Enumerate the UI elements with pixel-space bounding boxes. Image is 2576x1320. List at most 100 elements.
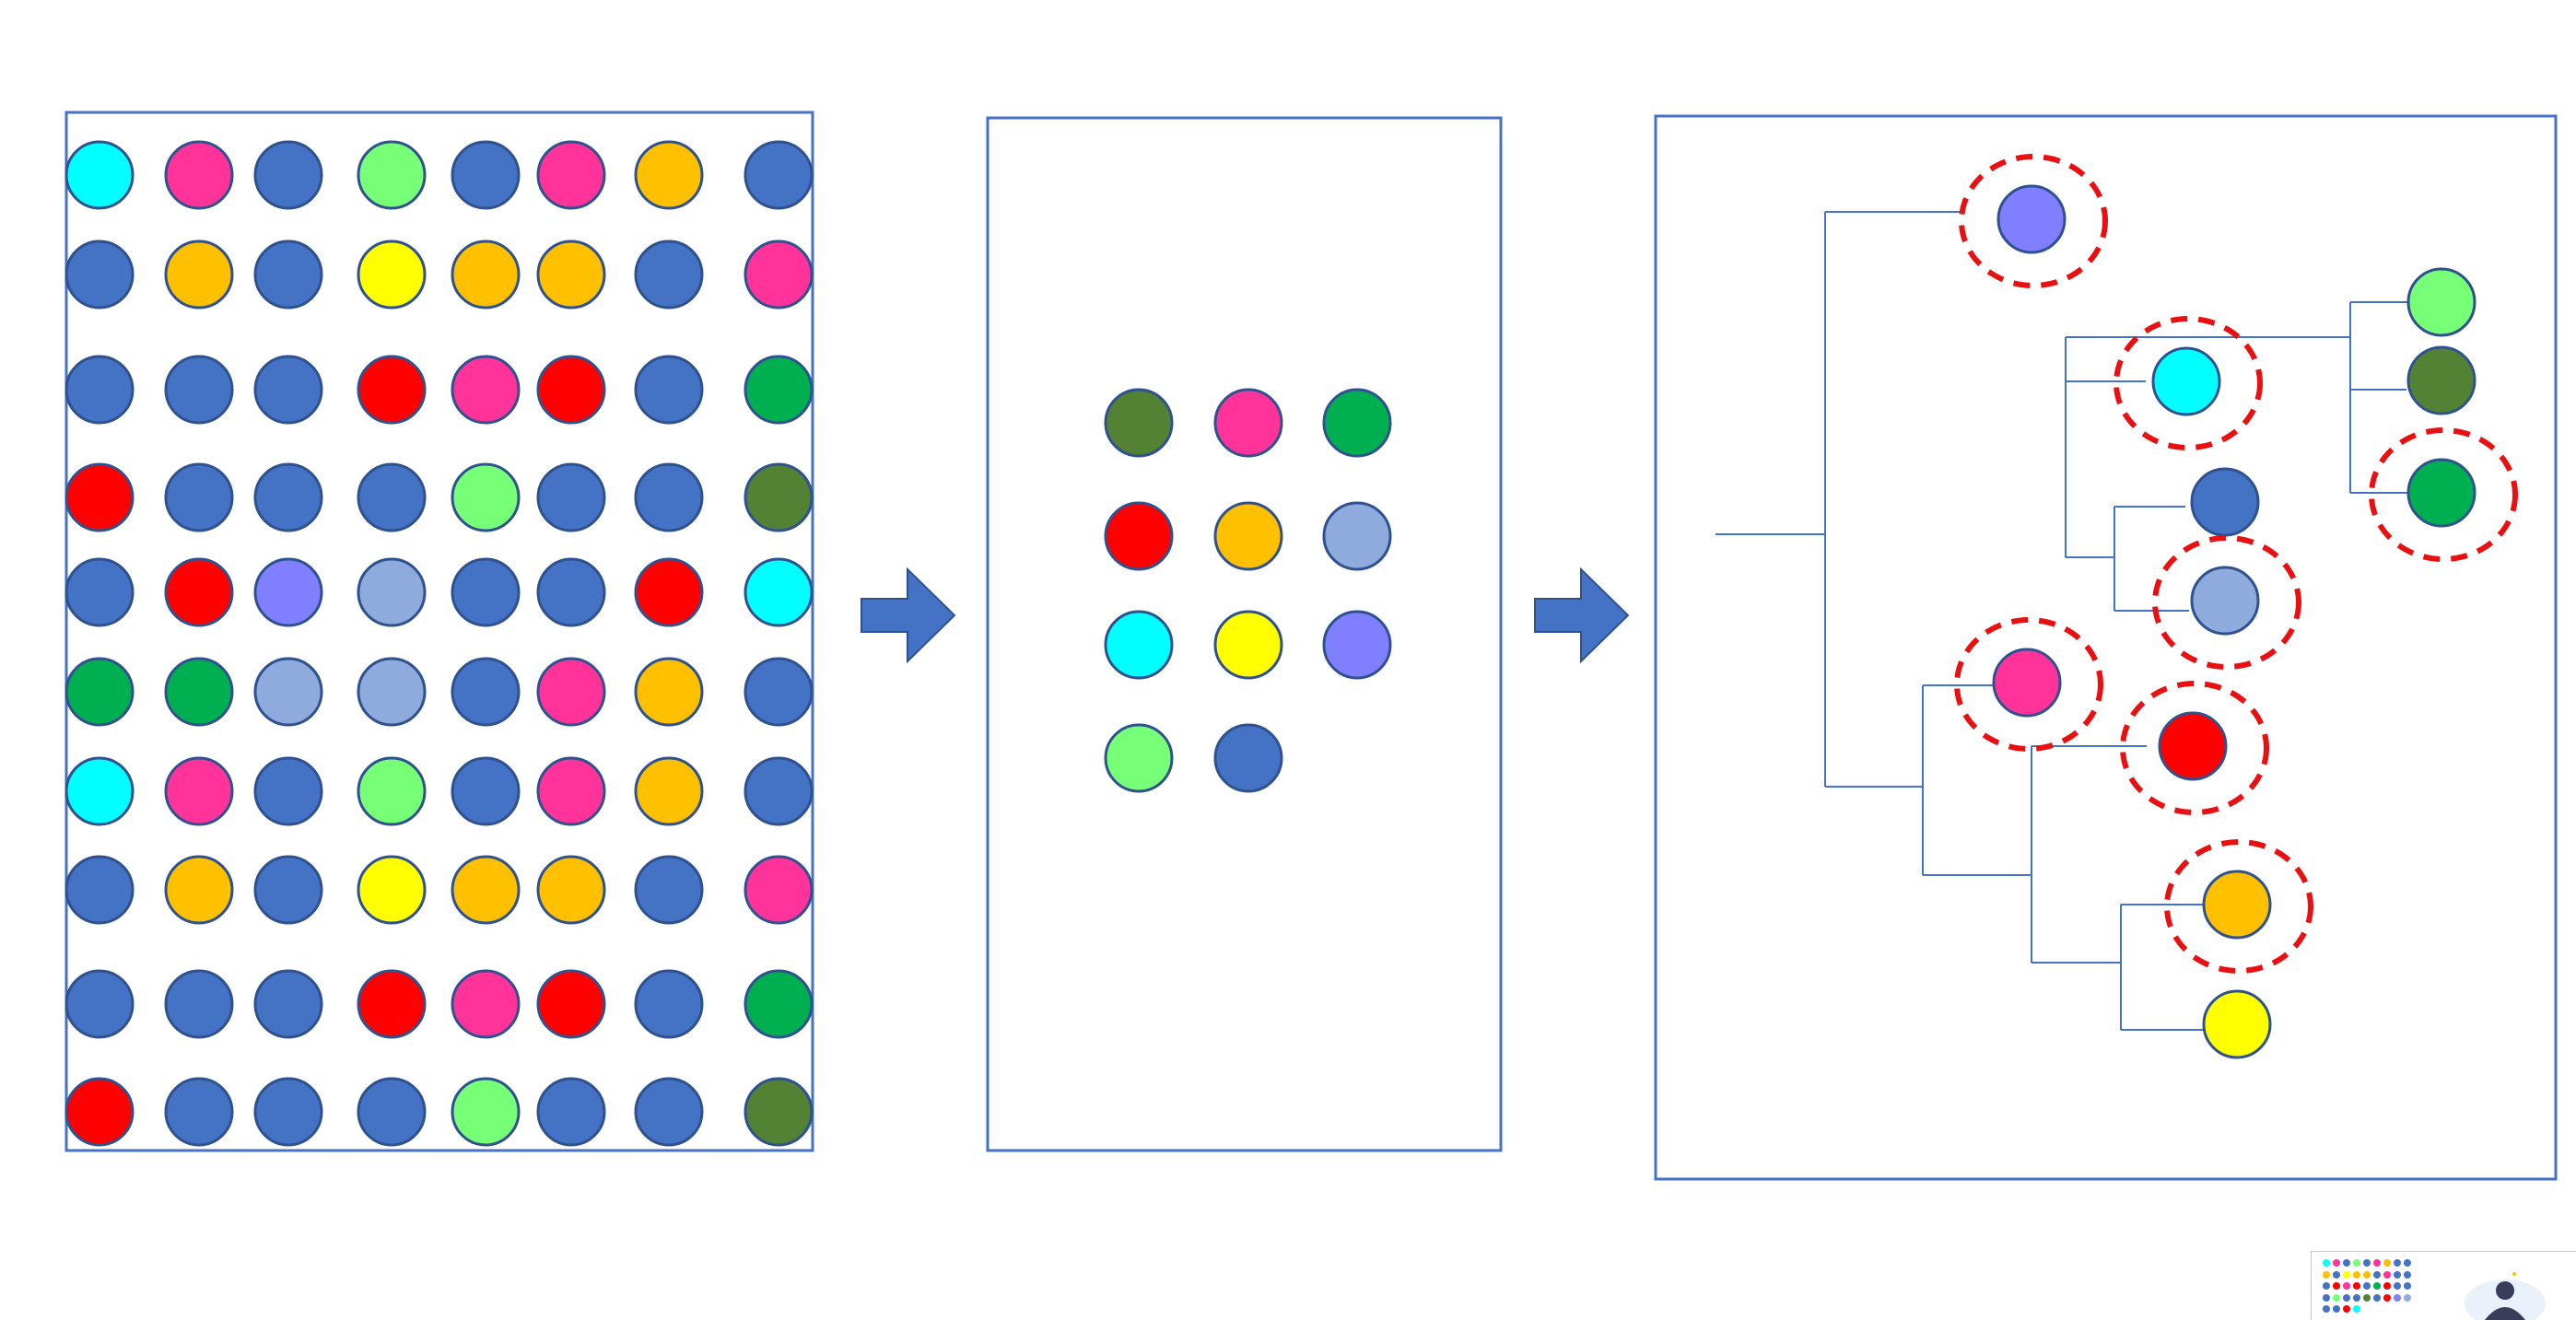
grid-dot-blue <box>64 969 135 1039</box>
grid-dot-lightblue <box>253 657 323 727</box>
grid-dot-orange <box>536 239 606 310</box>
grid-dot-magenta <box>744 855 814 925</box>
grid-dot-blue <box>253 969 323 1039</box>
thumbnail-dot <box>2373 1259 2381 1267</box>
thumbnail-dot-grid <box>2323 1259 2415 1314</box>
grid-dot-blue <box>634 969 704 1039</box>
arrow-set-to-tree <box>1534 567 1630 664</box>
grid-dot-lime <box>357 140 427 210</box>
grid-dot-green <box>744 355 814 425</box>
grid-dot-red <box>64 462 135 532</box>
thumbnail-dot <box>2404 1270 2411 1279</box>
grid-dot-magenta <box>536 657 606 727</box>
grid-dot-blue <box>536 1077 606 1147</box>
grid-dot-red <box>634 557 704 627</box>
grid-dot-lime <box>451 1077 521 1147</box>
set-dot-green <box>1322 388 1392 458</box>
thumbnail-dot <box>2404 1259 2411 1267</box>
grid-dot-blue <box>451 140 521 210</box>
grid-dot-blue <box>744 140 814 210</box>
tree-leaf-periwinkle <box>1996 184 2067 254</box>
highlight-ring <box>2113 316 2263 450</box>
grid-dot-orange <box>634 140 704 210</box>
thumbnail-dot <box>2394 1259 2401 1267</box>
grid-dot-lightblue <box>357 657 427 727</box>
grid-dot-blue <box>451 557 521 627</box>
tree-leaf-yellow <box>2202 989 2272 1059</box>
thumbnail-dot <box>2383 1282 2391 1291</box>
grid-dot-orange <box>634 756 704 826</box>
grid-dot-blue <box>357 462 427 532</box>
grid-dot-yellow <box>357 855 427 925</box>
grid-dot-red <box>536 969 606 1039</box>
grid-dot-red <box>64 1077 135 1147</box>
grid-dot-blue <box>253 855 323 925</box>
thumbnail-dot <box>2383 1293 2391 1302</box>
highlight-ring <box>2369 427 2518 562</box>
grid-dot-blue <box>744 657 814 727</box>
grid-dot-blue <box>451 657 521 727</box>
grid-dot-magenta <box>536 756 606 826</box>
grid-dot-blue <box>64 855 135 925</box>
thumbnail-dot <box>2323 1305 2330 1314</box>
thumbnail-dot <box>2343 1282 2350 1291</box>
grid-dot-blue <box>64 355 135 425</box>
thumbnail-dot <box>2343 1270 2350 1279</box>
grid-dot-olive <box>744 462 814 532</box>
grid-dot-blue <box>451 756 521 826</box>
grid-dot-magenta <box>164 140 234 210</box>
dendrogram-leaves <box>1954 154 2518 1059</box>
thumbnail-dot <box>2323 1293 2330 1302</box>
thumbnail-dot <box>2373 1270 2381 1279</box>
grid-dot-red <box>357 969 427 1039</box>
thumbnail-dot <box>2394 1282 2401 1291</box>
thumbnail-dot <box>2353 1259 2360 1267</box>
thumbnail-dot <box>2363 1270 2371 1279</box>
set-dot-yellow <box>1213 610 1283 680</box>
grid-dot-blue <box>634 1077 704 1147</box>
thumbnail-dot <box>2353 1293 2360 1302</box>
thumbnail-dot <box>2333 1282 2340 1291</box>
thumbnail-dot <box>2373 1293 2381 1302</box>
grid-dot-magenta <box>744 239 814 310</box>
grid-dot-blue <box>164 969 234 1039</box>
thumbnail-dot <box>2394 1270 2401 1279</box>
grid-dot-magenta <box>451 969 521 1039</box>
grid-dot-orange <box>164 855 234 925</box>
thumbnail-figure-icon <box>2465 1272 2546 1320</box>
grid-dot-blue <box>634 355 704 425</box>
tree-leaf-red <box>2158 711 2228 781</box>
thumbnail-dot <box>2404 1293 2411 1302</box>
highlight-ring <box>2164 839 2313 974</box>
grid-dot-olive <box>744 1077 814 1147</box>
highlight-ring <box>1954 617 2103 752</box>
unique-color-set <box>1104 388 1392 793</box>
grid-dot-cyan <box>744 557 814 627</box>
grid-dot-red <box>536 355 606 425</box>
tree-leaf-orange <box>2202 870 2272 940</box>
thumbnail-dot <box>2353 1270 2360 1279</box>
thumbnail-dot <box>2363 1293 2371 1302</box>
thumbnail-dot <box>2323 1270 2330 1279</box>
grid-dot-magenta <box>451 355 521 425</box>
grid-dot-yellow <box>357 239 427 310</box>
tree-panel-frame <box>1654 114 2558 1181</box>
tree-leaf-olive <box>2406 345 2476 415</box>
thumbnail-dot <box>2323 1259 2330 1267</box>
grid-dot-red <box>357 355 427 425</box>
highlight-ring <box>2120 681 2269 815</box>
set-dot-blue <box>1213 723 1283 793</box>
set-dot-lime <box>1104 723 1174 793</box>
grid-dot-red <box>164 557 234 627</box>
thumbnail-dot <box>2363 1282 2371 1291</box>
thumbnail-dot <box>2333 1270 2340 1279</box>
set-dot-orange <box>1213 501 1283 571</box>
grid-dot-green <box>744 969 814 1039</box>
slide-thumbnail[interactable] <box>2311 1251 2576 1320</box>
grid-dot-blue <box>744 756 814 826</box>
grid-dot-magenta <box>164 756 234 826</box>
grid-dot-cyan <box>64 140 135 210</box>
highlight-ring <box>1959 154 2108 288</box>
color-grid <box>64 140 814 1147</box>
thumbnail-dot <box>2333 1293 2340 1302</box>
